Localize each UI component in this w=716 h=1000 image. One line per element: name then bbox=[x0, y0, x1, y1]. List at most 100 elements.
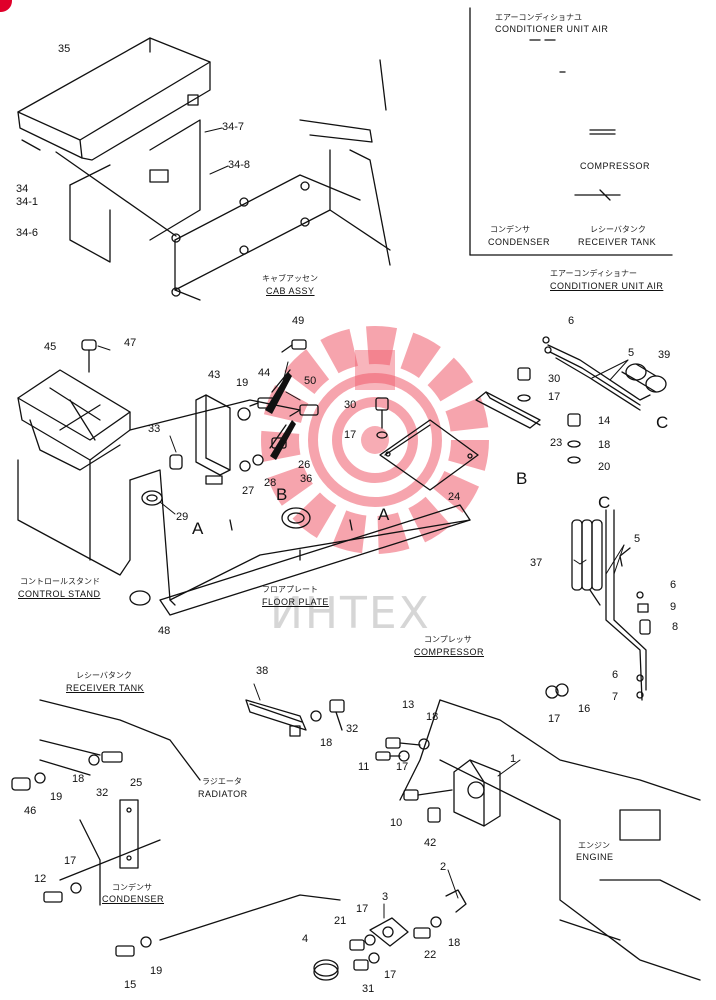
floor-plate-label: FLOOR PLATE bbox=[262, 597, 329, 607]
cab-assy-label-jp: キャブアッセン bbox=[262, 274, 318, 283]
compressor-top-label: COMPRESSOR bbox=[580, 161, 651, 171]
air-conditioner-reference bbox=[469, 7, 673, 256]
part-number: 21 bbox=[334, 915, 347, 927]
part-number: 36 bbox=[300, 473, 313, 485]
control-stand-label: CONTROL STAND bbox=[18, 589, 101, 599]
part-number: 34-6 bbox=[16, 227, 39, 239]
receiver-tank-top-label: RECEIVER TANK bbox=[578, 237, 657, 247]
part-number: 48 bbox=[158, 625, 171, 637]
part-number: 46 bbox=[24, 805, 37, 817]
part-number: 5 bbox=[634, 533, 641, 545]
part-number: 43 bbox=[208, 369, 221, 381]
part-number: 19 bbox=[50, 791, 63, 803]
part-number: 28 bbox=[264, 477, 277, 489]
part-number: 22 bbox=[424, 949, 437, 961]
radiator-label-jp: ラジエータ bbox=[202, 777, 242, 786]
part-number: 15 bbox=[124, 979, 137, 991]
view-callout-a: A bbox=[192, 519, 204, 538]
part-number: 4 bbox=[302, 933, 309, 945]
idler-assembly bbox=[245, 699, 345, 737]
part-number: 18 bbox=[598, 439, 611, 451]
part-number: 24 bbox=[448, 491, 461, 503]
part-number: 42 bbox=[424, 837, 437, 849]
part-number: 18 bbox=[72, 773, 85, 785]
part-number: 39 bbox=[658, 349, 671, 361]
part-number: 17 bbox=[396, 761, 409, 773]
part-number: 26 bbox=[298, 459, 311, 471]
part-number: 18 bbox=[426, 711, 439, 723]
condenser-top-label: CONDENSER bbox=[488, 237, 551, 247]
part-number: 47 bbox=[124, 337, 137, 349]
cab-frame bbox=[21, 59, 391, 301]
part-number: 23 bbox=[550, 437, 563, 449]
view-callout-c: C bbox=[598, 493, 611, 512]
part-number: 20 bbox=[598, 461, 611, 473]
condenser-label-jp: コンデンサ bbox=[112, 883, 152, 892]
view-callout-a: A bbox=[378, 505, 390, 524]
part-number: 44 bbox=[258, 367, 271, 379]
watermark-gear bbox=[261, 326, 489, 554]
ac-unit-top-label-jp: エアーコンディショナユ bbox=[495, 13, 582, 22]
compressor-label-jp: コンプレッサ bbox=[424, 635, 472, 644]
part-number: 3 bbox=[382, 891, 389, 903]
part-number: 34-8 bbox=[228, 159, 251, 171]
part-number: 17 bbox=[356, 903, 369, 915]
part-number: 25 bbox=[130, 777, 143, 789]
control-stand bbox=[17, 369, 471, 606]
part-number: 32 bbox=[96, 787, 109, 799]
compressor-unit bbox=[375, 737, 501, 827]
part-number: 19 bbox=[150, 965, 163, 977]
ac-unit-top-label: CONDITIONER UNIT AIR bbox=[495, 24, 609, 34]
engine-label-jp: エンジン bbox=[578, 841, 610, 850]
part-number: 17 bbox=[384, 969, 397, 981]
part-number: 35 bbox=[58, 43, 71, 55]
part-number: 12 bbox=[34, 873, 47, 885]
part-number: 33 bbox=[148, 423, 161, 435]
part-number: 13 bbox=[402, 699, 415, 711]
part-number: 18 bbox=[320, 737, 333, 749]
belt-tensioner bbox=[313, 683, 569, 981]
part-number: 2 bbox=[440, 861, 447, 873]
part-number: 45 bbox=[44, 341, 57, 353]
part-number: 34 bbox=[16, 183, 29, 195]
part-number: 14 bbox=[598, 415, 611, 427]
floor-plate bbox=[159, 504, 471, 616]
part-number: 1 bbox=[510, 753, 517, 765]
floor-plate-label-jp: フロアプレート bbox=[262, 585, 318, 594]
part-number: 29 bbox=[176, 511, 189, 523]
part-number: 37 bbox=[530, 557, 543, 569]
part-number: 17 bbox=[548, 391, 561, 403]
bolt-group-center bbox=[81, 339, 319, 606]
part-number: 6 bbox=[612, 669, 619, 681]
part-number: 30 bbox=[344, 399, 357, 411]
watermark-text: ИНТЕХ bbox=[270, 588, 431, 639]
view-callout-b: B bbox=[276, 485, 288, 504]
part-number: 5 bbox=[628, 347, 635, 359]
part-number: 32 bbox=[346, 723, 359, 735]
cab-roof-panel bbox=[17, 37, 211, 161]
bracket-b bbox=[475, 367, 581, 464]
ac-unit-label: CONDITIONER UNIT AIR bbox=[550, 281, 664, 291]
part-number: 19 bbox=[236, 377, 249, 389]
part-number: 6 bbox=[670, 579, 677, 591]
radiator-and-condenser bbox=[11, 699, 341, 957]
part-number: 10 bbox=[390, 817, 403, 829]
engine-block bbox=[399, 699, 701, 981]
part-number: 9 bbox=[670, 601, 677, 613]
receiver-tank-label: RECEIVER TANK bbox=[66, 683, 145, 693]
part-number: 7 bbox=[612, 691, 619, 703]
radiator-label: RADIATOR bbox=[198, 789, 248, 799]
mounting-plate bbox=[375, 397, 479, 491]
condenser-top-label-jp: コンデンサ bbox=[490, 225, 530, 234]
receiver-tank-top-label-jp: レシーバタンク bbox=[590, 225, 646, 234]
part-number: 6 bbox=[568, 315, 575, 327]
receiver-tank-label-jp: レシーバタンク bbox=[76, 671, 132, 680]
part-number: 31 bbox=[362, 983, 375, 995]
ac-unit-label-jp: エアーコンディショナー bbox=[550, 269, 637, 278]
part-number: 17 bbox=[64, 855, 77, 867]
view-callout-b: B bbox=[516, 469, 528, 488]
part-number: 38 bbox=[256, 665, 269, 677]
receiver-pipes bbox=[571, 509, 651, 701]
